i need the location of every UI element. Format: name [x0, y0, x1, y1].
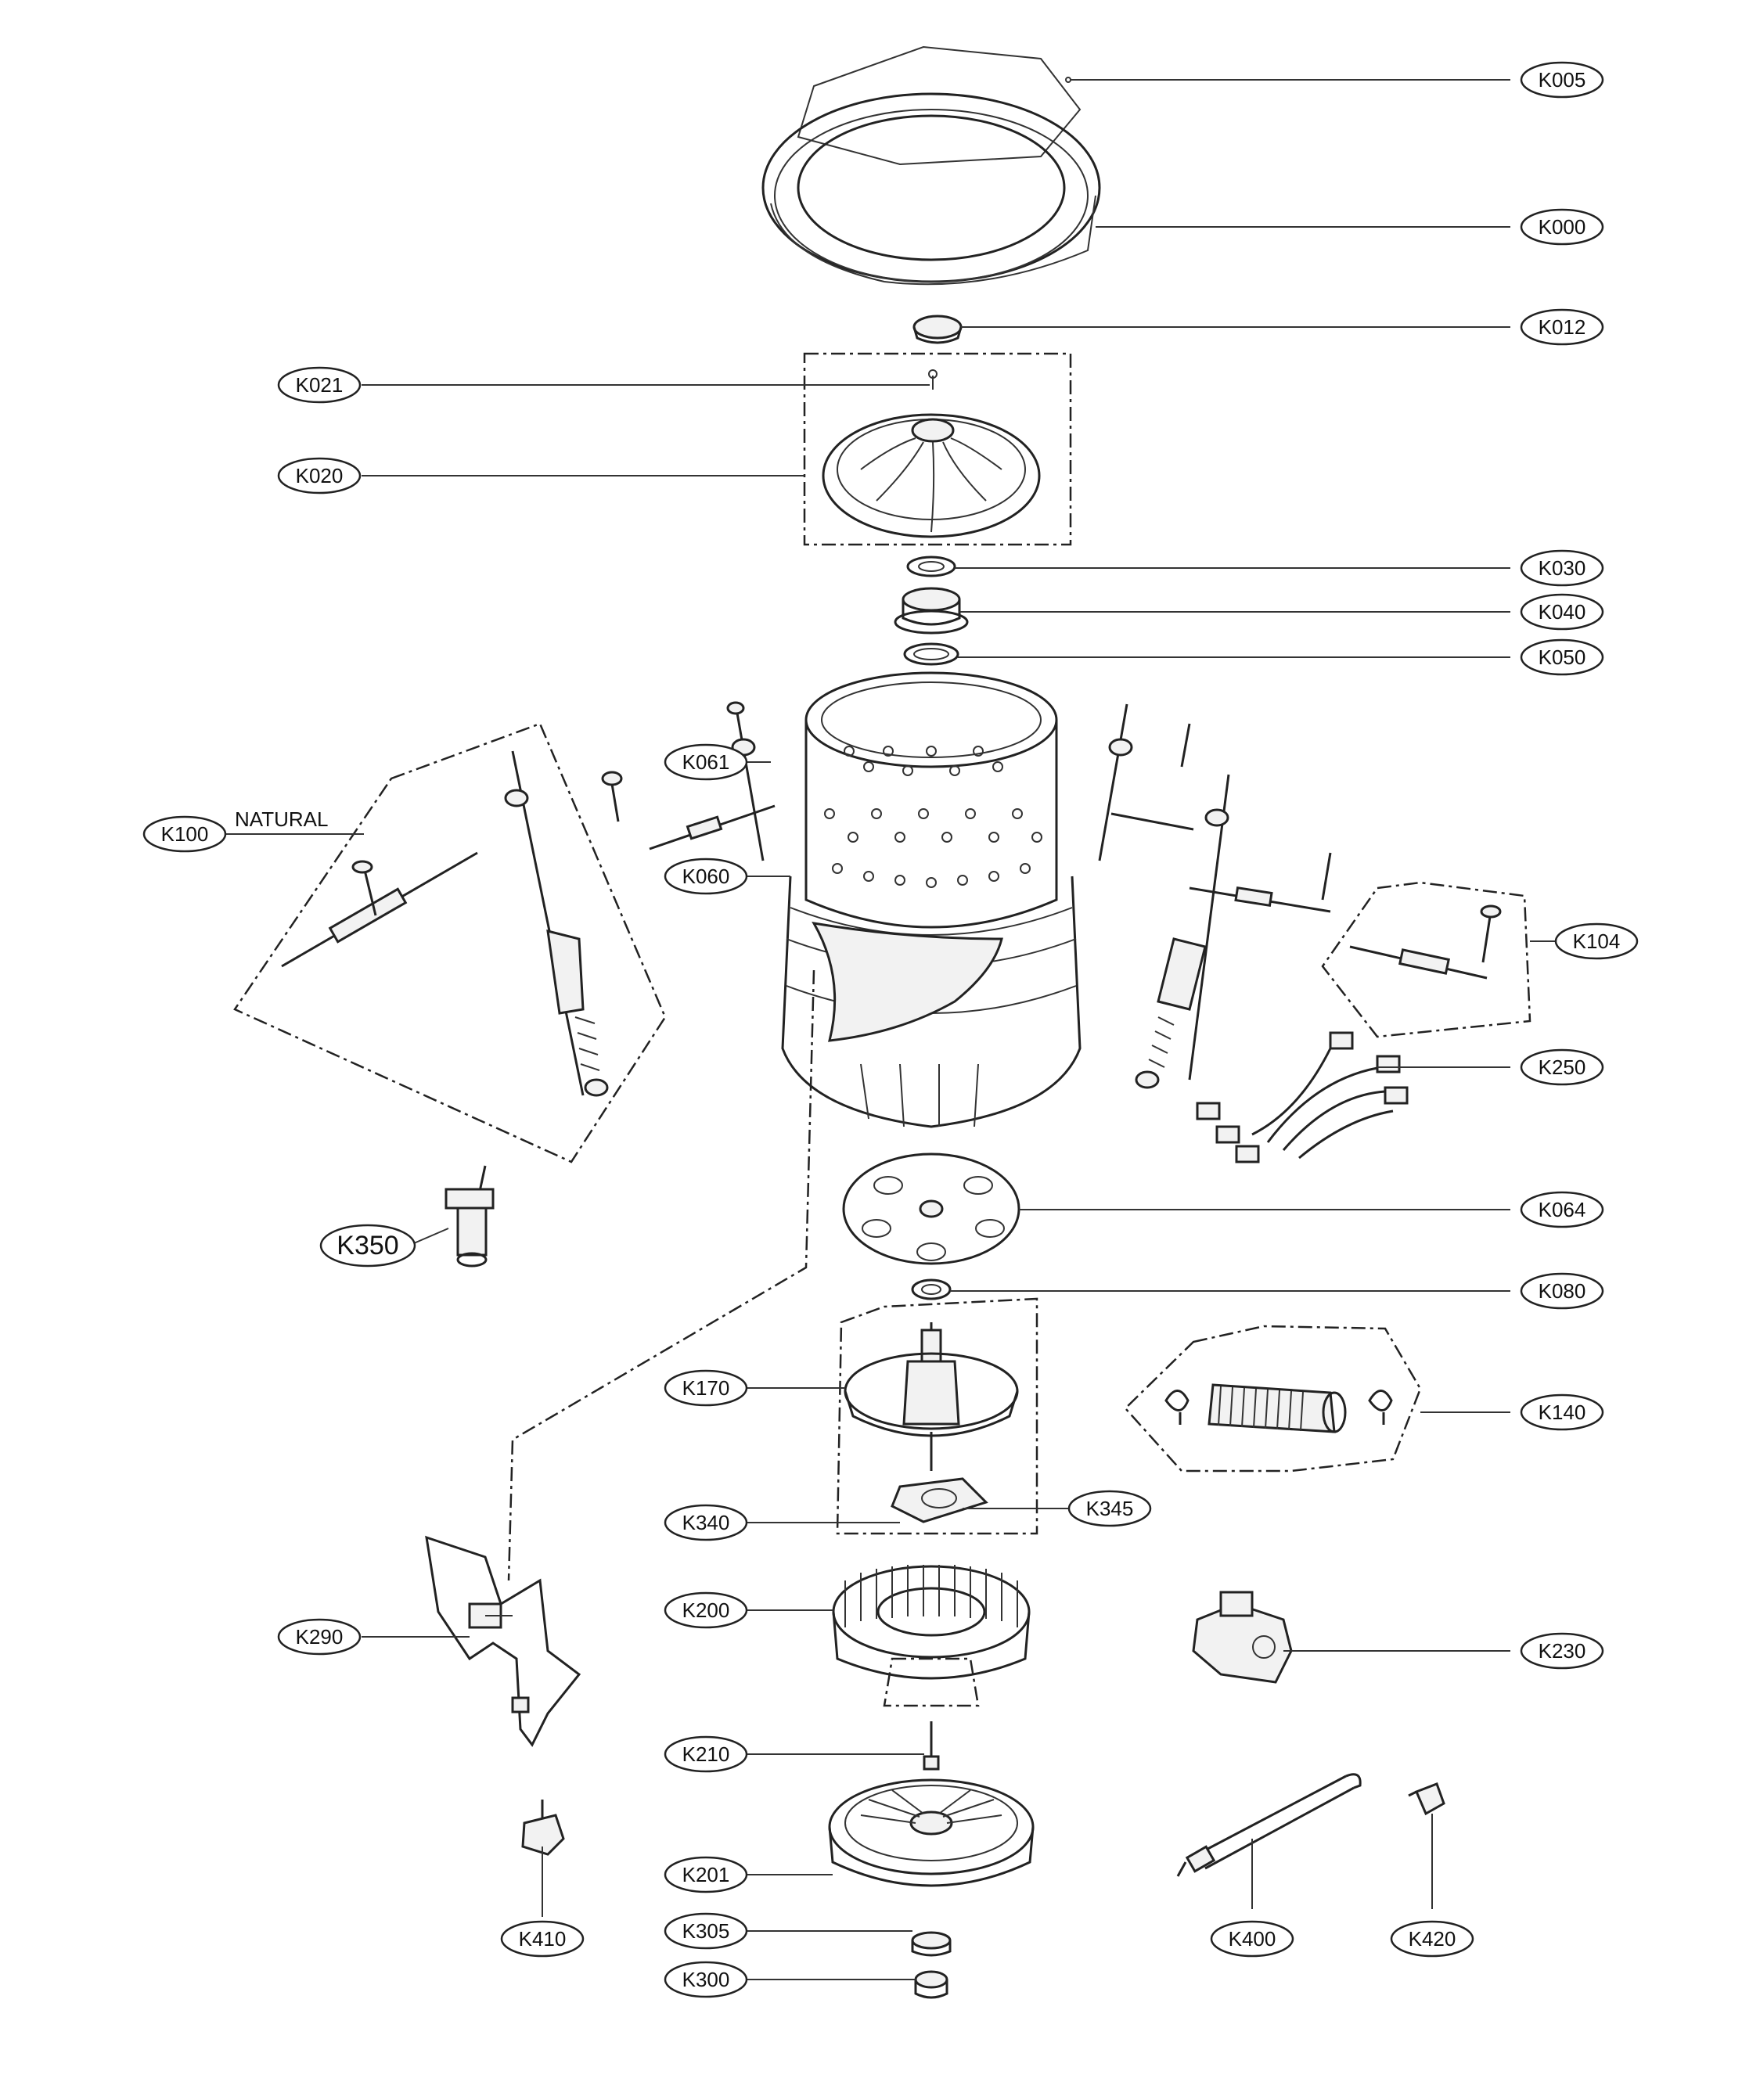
seal-k050-part — [903, 642, 959, 666]
bolt-k210-part — [923, 1721, 940, 1771]
callout-k200: K200 — [664, 1591, 748, 1629]
svg-text:K064: K064 — [1539, 1198, 1586, 1221]
callout-k340: K340 — [664, 1504, 748, 1541]
svg-text:K140: K140 — [1539, 1401, 1586, 1424]
svg-text:K021: K021 — [296, 373, 344, 397]
callout-k030: K030 — [1520, 549, 1604, 587]
callout-k020: K020 — [277, 457, 362, 494]
callout-k400: K400 — [1210, 1920, 1294, 1958]
callout-k345: K345 — [1067, 1490, 1152, 1527]
svg-text:K345: K345 — [1086, 1497, 1134, 1520]
tub-drum-part — [781, 671, 1082, 1128]
callout-k420: K420 — [1390, 1920, 1474, 1958]
left-suspension-rod — [601, 701, 776, 861]
callout-k305: K305 — [664, 1912, 748, 1950]
drum-perforations — [824, 746, 1042, 888]
svg-text:K230: K230 — [1539, 1639, 1586, 1663]
heater-k400-part — [1176, 1773, 1362, 1877]
nut-k040-part — [894, 587, 969, 635]
svg-text:K400: K400 — [1229, 1927, 1276, 1951]
clip-k410-part — [521, 1800, 565, 1856]
callout-k230: K230 — [1520, 1632, 1604, 1670]
svg-text:K170: K170 — [682, 1376, 730, 1400]
pump-motor-part — [1192, 1591, 1293, 1684]
tub-cover-part — [761, 45, 1101, 286]
svg-text:K290: K290 — [296, 1625, 344, 1649]
rotor-part — [828, 1778, 1035, 1887]
callout-k290: K290 — [277, 1618, 362, 1656]
damper-group-k100 — [233, 722, 667, 1163]
callout-k250: K250 — [1520, 1048, 1604, 1086]
svg-text:K104: K104 — [1573, 930, 1621, 953]
stator-part — [832, 1565, 1031, 1707]
svg-text:K201: K201 — [682, 1863, 730, 1886]
svg-text:K030: K030 — [1539, 556, 1586, 580]
callout-k050: K050 — [1520, 638, 1604, 676]
svg-text:K300: K300 — [682, 1968, 730, 1991]
callout-k040: K040 — [1520, 593, 1604, 631]
svg-text:K100: K100 — [161, 822, 209, 846]
svg-text:K012: K012 — [1539, 315, 1586, 339]
callout-k350: K350 — [319, 1224, 416, 1268]
washer-k305-part — [911, 1931, 952, 1957]
callout-k100: K100 — [142, 815, 227, 853]
pulsator-group — [803, 352, 1072, 546]
svg-text:K250: K250 — [1539, 1055, 1586, 1079]
svg-text:K080: K080 — [1539, 1279, 1586, 1303]
right-suspension-rod — [1098, 703, 1332, 1089]
clip-k420-part — [1408, 1782, 1445, 1816]
callout-k012: K012 — [1520, 308, 1604, 346]
svg-text:K000: K000 — [1539, 215, 1586, 239]
callout-k021: K021 — [277, 366, 362, 404]
svg-text:K420: K420 — [1409, 1927, 1456, 1951]
callout-k210: K210 — [664, 1735, 748, 1773]
callout-k061: K061 — [664, 743, 748, 781]
washer-k080-part — [911, 1278, 952, 1300]
callout-k005: K005 — [1520, 61, 1604, 99]
natural-note: NATURAL — [235, 807, 328, 831]
drain-path-line — [507, 969, 815, 1581]
hub-plate-part — [842, 1152, 1020, 1265]
svg-text:K210: K210 — [682, 1742, 730, 1766]
damper-group-k104 — [1321, 881, 1531, 1038]
callout-k000: K000 — [1520, 208, 1604, 246]
svg-text:K410: K410 — [519, 1927, 567, 1951]
wire-harness-part — [1196, 1031, 1409, 1163]
clutch-group — [836, 1297, 1038, 1535]
washer-k030-part — [906, 556, 956, 577]
pulsator-cap-part — [912, 315, 963, 344]
svg-text:K305: K305 — [682, 1919, 730, 1943]
svg-text:K200: K200 — [682, 1598, 730, 1622]
callout-k104: K104 — [1554, 922, 1639, 960]
svg-text:K350: K350 — [337, 1231, 398, 1260]
callout-k201: K201 — [664, 1856, 748, 1893]
svg-text:K340: K340 — [682, 1511, 730, 1534]
nut-k300-part — [914, 1970, 948, 1999]
callout-k170: K170 — [664, 1369, 748, 1407]
callout-k410: K410 — [500, 1920, 585, 1958]
callout-k300: K300 — [664, 1961, 748, 1998]
callout-k080: K080 — [1520, 1272, 1604, 1310]
svg-text:K061: K061 — [682, 750, 730, 774]
sensor-k350-part — [444, 1165, 495, 1268]
svg-text:K005: K005 — [1539, 68, 1586, 92]
drain-bracket-part — [425, 1535, 581, 1747]
svg-text:K050: K050 — [1539, 645, 1586, 669]
callout-k140: K140 — [1520, 1393, 1604, 1431]
svg-text:K020: K020 — [296, 464, 344, 487]
hose-group-k140 — [1124, 1325, 1422, 1473]
svg-text:K040: K040 — [1539, 600, 1586, 624]
svg-text:K060: K060 — [682, 865, 730, 888]
callout-k064: K064 — [1520, 1191, 1604, 1228]
callout-k060: K060 — [664, 858, 748, 895]
